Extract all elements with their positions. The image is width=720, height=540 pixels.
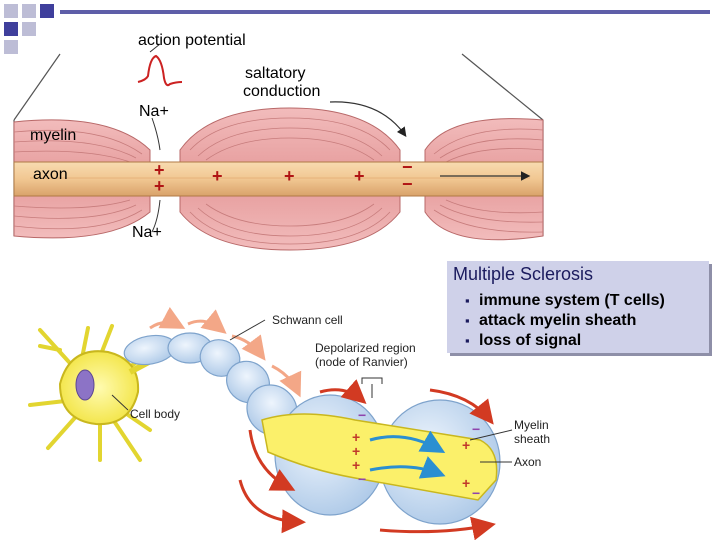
svg-text:−: − [472,485,480,501]
action-potential-wave [137,54,183,87]
salmon-arrows [149,306,302,398]
blue-arrows [369,430,446,479]
deco-square [4,22,18,36]
deco-square [40,4,54,18]
label-myelin-1: Myelin [514,418,549,432]
svg-text:+: + [352,443,360,459]
svg-text:−: − [472,421,480,437]
axon-top [13,161,544,197]
deco-square [22,4,36,18]
svg-text:−: − [358,471,366,487]
label-myelin-2: sheath [514,432,551,446]
zoom-line [13,53,61,121]
ms-title: Multiple Sclerosis [453,264,594,284]
label-action-potential: action potential [138,32,246,49]
label-conduction: conduction [243,83,321,100]
svg-text:+: + [212,166,223,186]
svg-text:+: + [284,166,295,186]
leader-line [469,429,513,441]
svg-text:+: + [462,475,470,491]
node-bracket [361,377,383,384]
label-axon: axon [33,166,68,183]
svg-text:+: + [462,437,470,453]
label-na-top: Na+ [139,103,169,120]
svg-text:−: − [402,174,413,194]
deco-square [22,22,36,36]
deco-square [4,40,18,54]
saltatory-arrow [329,101,407,137]
label-cell-body: Cell body [130,407,181,421]
label-na-bottom: Na+ [132,224,162,241]
svg-text:+: + [154,160,165,180]
na-arrow [151,199,161,233]
label-depolarized-1: Depolarized region [315,341,416,355]
zoom-line [461,53,544,121]
ms-info-box: Multiple Sclerosis immune system (T cell… [447,261,709,353]
ms-list-item: attack myelin sheath [465,311,665,331]
label-myelin: myelin [30,127,77,144]
svg-text:+: + [352,429,360,445]
ms-list-item: loss of signal [465,331,665,351]
label-saltatory: saltatory [245,65,306,82]
label-depolarized-2: (node of Ranvier) [315,355,408,369]
na-arrow [151,117,161,151]
svg-text:+: + [352,457,360,473]
header-rule [60,10,710,14]
ms-list-item: immune system (T cells) [465,291,665,311]
svg-text:−: − [402,157,413,177]
deco-square [4,4,18,18]
label-axon-bottom: Axon [514,455,542,469]
cell-body [58,350,140,426]
svg-text:+: + [354,166,365,186]
red-arrows [238,379,496,540]
svg-text:−: − [358,407,366,423]
leader-line [229,319,266,341]
nucleus [75,369,95,401]
ms-list: immune system (T cells) attack myelin sh… [465,291,665,351]
svg-text:+: + [154,176,165,196]
leader-line [111,394,129,411]
label-schwann-cell: Schwann cell [272,313,343,327]
